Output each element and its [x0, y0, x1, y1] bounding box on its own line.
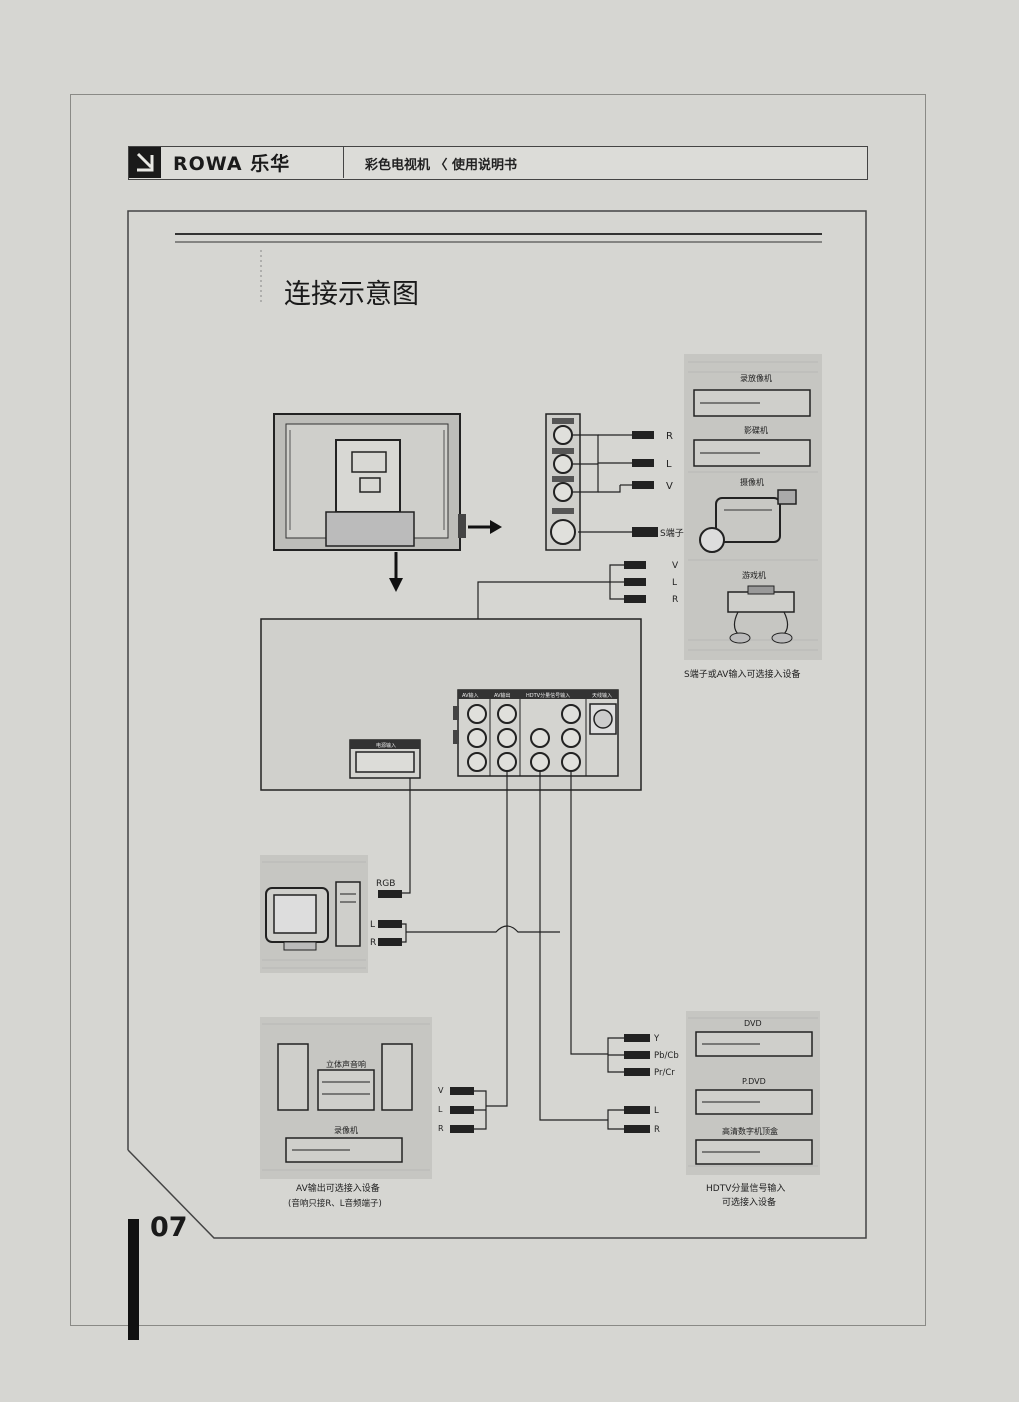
- av-out-caption-line2: (音响只接R、L音频端子): [288, 1198, 382, 1209]
- power-input-label: 电源输入: [376, 742, 396, 749]
- hdtv-label-pr: Pr/Cr: [654, 1068, 675, 1078]
- av-out-device-label-l: L: [438, 1105, 443, 1114]
- brand-name: ROWA 乐华: [173, 153, 291, 175]
- tv-back-view: [273, 413, 466, 551]
- arrow-icon-down: [389, 552, 403, 592]
- hdtv-caption-line2: 可选接入设备: [722, 1196, 776, 1208]
- header-bar: ROWA 乐华 彩色电视机 〈 使用说明书: [128, 146, 868, 180]
- game-console-icon: [727, 585, 795, 644]
- device-name-vcd-player: 影碟机: [744, 425, 768, 435]
- page-number: 07: [150, 1212, 188, 1243]
- hdtv-audio-label-l: L: [654, 1106, 659, 1116]
- av-out-device-label-r: R: [438, 1124, 444, 1133]
- av-input-section-label: AV输入: [462, 692, 479, 699]
- source-devices-caption: S端子或AV输入可选接入设备: [684, 668, 800, 680]
- device-name-pdvd: P.DVD: [742, 1077, 766, 1086]
- page-number-bar: [128, 1219, 139, 1340]
- av-out-device-label-v: V: [438, 1086, 444, 1095]
- device-name-dvd: DVD: [744, 1019, 762, 1028]
- av-out-label-v: V: [672, 561, 679, 571]
- device-name-game-console: 游戏机: [742, 570, 766, 580]
- brand-block: ROWA 乐华: [129, 147, 344, 178]
- pc-audio-label-r: R: [370, 938, 376, 948]
- hdtv-caption-line1: HDTV分量信号输入: [706, 1182, 785, 1194]
- pc-rgb-label: RGB: [376, 879, 395, 889]
- hdtv-devices-panel: DVD P.DVD 高清数字机顶盒: [686, 1011, 820, 1175]
- camcorder-icon: [699, 489, 797, 553]
- rowa-logo-icon: [129, 147, 161, 178]
- page-title: 连接示意图: [284, 279, 419, 310]
- arrow-icon-right: [468, 520, 502, 534]
- source-devices-panel: 录放像机 影碟机 摄像机 游戏机: [684, 354, 822, 660]
- device-name-vcr-player: 录放像机: [740, 373, 772, 383]
- hdtv-label-y: Y: [653, 1034, 660, 1044]
- page-frame: [70, 94, 926, 1326]
- side-panel-label-svideo: S端子: [660, 527, 684, 539]
- antenna-section-label: 天线输入: [592, 692, 612, 699]
- av-out-caption-line1: AV输出可选接入设备: [296, 1182, 380, 1194]
- side-panel-label-r: R: [666, 431, 673, 442]
- pc-device: [260, 855, 368, 973]
- device-name-stereo: 立体声音响: [326, 1059, 366, 1069]
- av-output-section-label: AV输出: [494, 692, 511, 699]
- tv-rear-panel: 电源输入 AV输入 AV输出 HDTV分量信号输入 天线输入: [260, 618, 642, 791]
- av-out-label-r: R: [672, 595, 678, 605]
- hdtv-audio-label-r: R: [654, 1125, 660, 1135]
- pc-audio-label-l: L: [370, 920, 375, 930]
- side-panel-label-l: L: [666, 459, 672, 470]
- hdtv-label-pb: Pb/Cb: [654, 1051, 679, 1061]
- av-out-label-l: L: [672, 578, 677, 588]
- av-output-devices-panel: 立体声音响 录像机: [260, 1017, 432, 1179]
- device-name-vcr: 录像机: [334, 1125, 358, 1135]
- side-panel-label-v: V: [666, 481, 673, 492]
- device-name-hd-stb: 高清数字机顶盒: [722, 1126, 778, 1136]
- device-name-camcorder: 摄像机: [740, 477, 764, 487]
- hdtv-section-label: HDTV分量信号输入: [526, 692, 570, 699]
- document-title: 彩色电视机 〈 使用说明书: [365, 158, 518, 173]
